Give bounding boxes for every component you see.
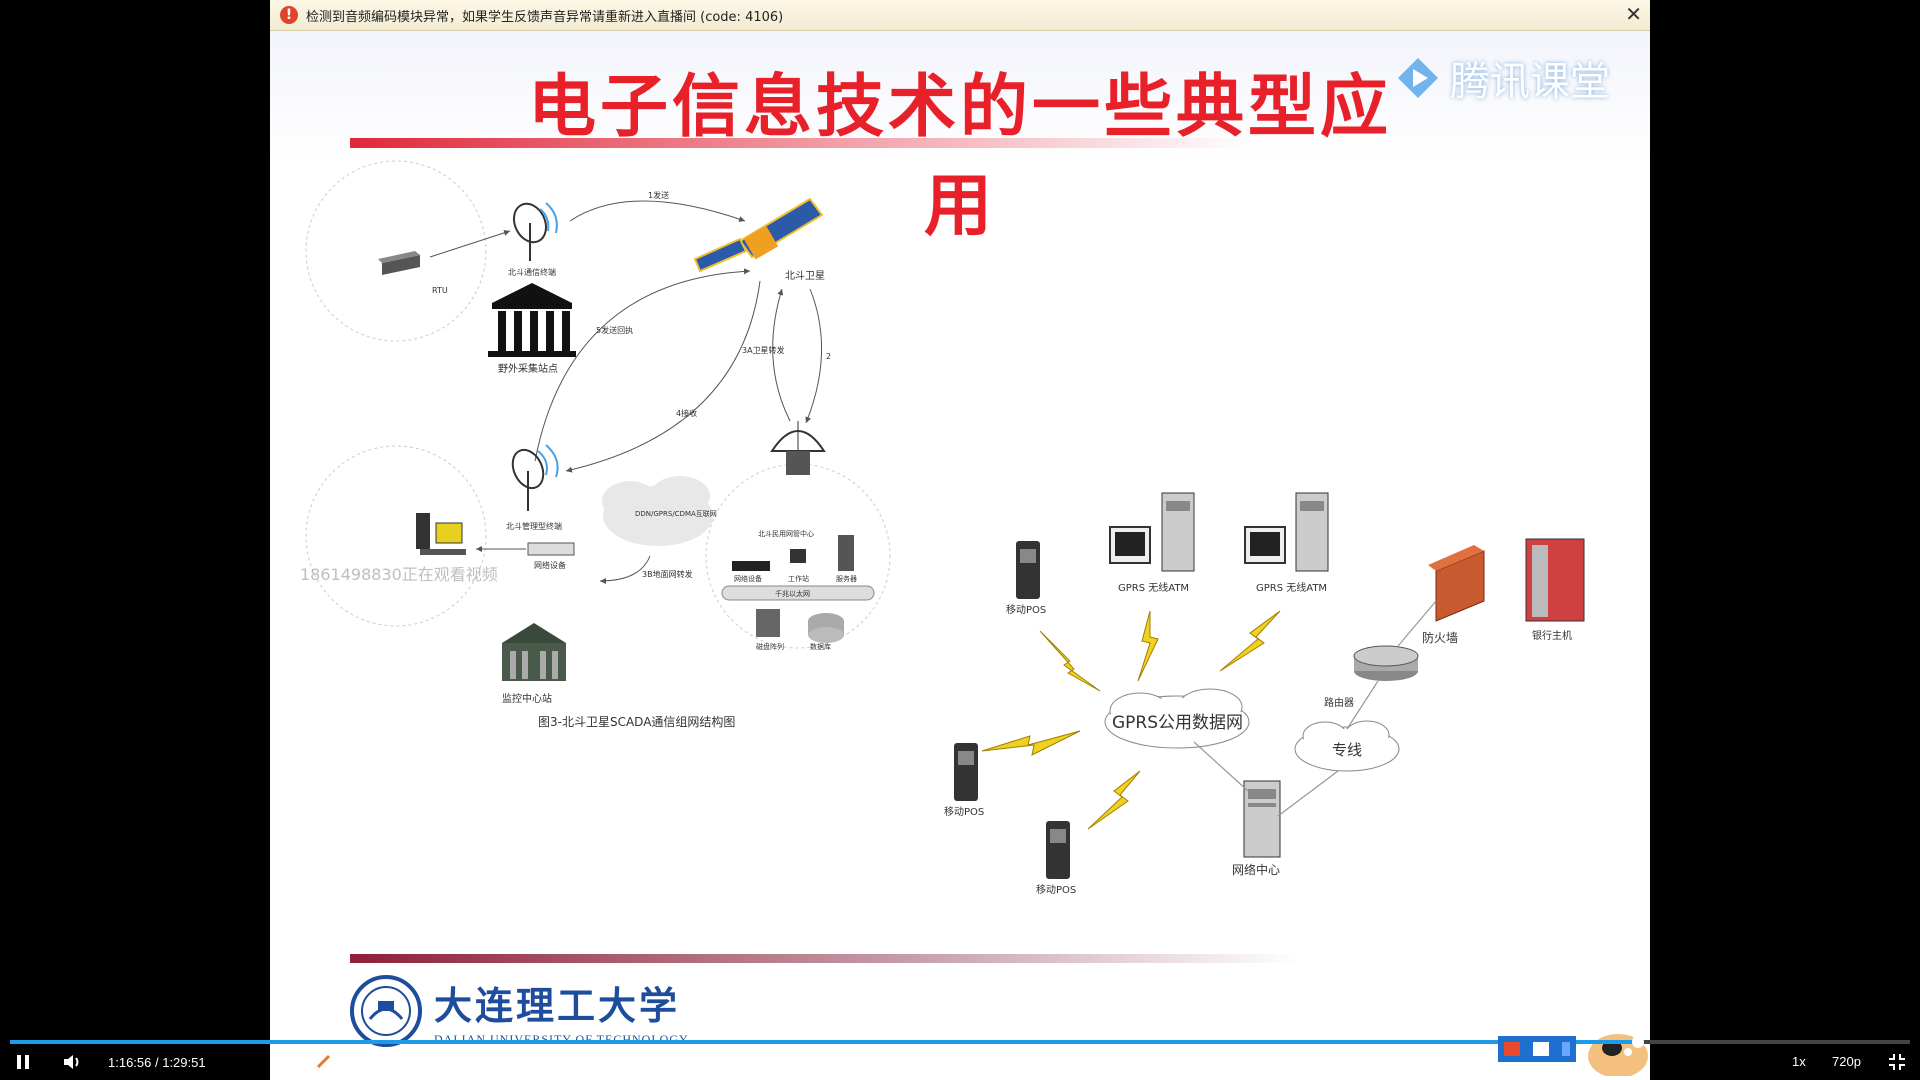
help-icon[interactable] bbox=[1532, 1042, 1549, 1056]
arrow4-label: 4接收 bbox=[676, 408, 697, 418]
seek-handle[interactable] bbox=[1631, 1036, 1644, 1048]
bank-host-icon bbox=[1525, 538, 1585, 622]
system-tray bbox=[1498, 1036, 1576, 1062]
time-separator: / bbox=[151, 1055, 163, 1070]
center-net-device-label: 网络设备 bbox=[734, 574, 762, 583]
network-center-server bbox=[1243, 780, 1281, 858]
quality-button[interactable]: 720p bbox=[1832, 1054, 1861, 1069]
university-name-cn: 大连理工大学 bbox=[434, 983, 681, 1028]
slide-title: 电子信息技术的一些典型应用 bbox=[527, 67, 1392, 246]
line-label: 专线 bbox=[1332, 741, 1362, 759]
arrow5-label: 5发送回执 bbox=[596, 325, 633, 335]
diagram-canvas: RTU 北斗通信终端 野外采集站点 bbox=[305, 160, 1585, 896]
pause-icon[interactable] bbox=[16, 1054, 30, 1070]
rtu-label: RTU bbox=[432, 286, 448, 295]
time-display: 1:16:56 / 1:29:51 bbox=[108, 1055, 206, 1070]
arrow2-label: 2 bbox=[826, 352, 831, 361]
footer-bar bbox=[350, 954, 1300, 963]
time-total: 1:29:51 bbox=[162, 1055, 206, 1070]
warning-text: 检测到音频编码模块异常，如果学生反馈声音异常请重新进入直播间 (code: 41… bbox=[306, 9, 784, 25]
seek-bar-played bbox=[10, 1040, 1638, 1044]
tray-app-icon[interactable] bbox=[1504, 1042, 1521, 1056]
router-label: 路由器 bbox=[1324, 696, 1354, 709]
video-stage: ! 检测到音频编码模块异常，如果学生反馈声音异常请重新进入直播间 (code: … bbox=[270, 0, 1650, 1080]
brand-watermark: 腾讯课堂 bbox=[1396, 49, 1610, 107]
net-center-label: 网络中心 bbox=[1232, 862, 1280, 877]
university-logo: 大连理工大学 DALIAN UNIVERSITY OF TECHNOLOGY bbox=[350, 975, 689, 1047]
satellite-dish-icon bbox=[512, 202, 558, 261]
player-controls: 1:16:56 / 1:29:51 1x 720p bbox=[0, 1040, 1920, 1080]
warning-icon: ! bbox=[280, 6, 298, 24]
firewall-icon bbox=[1428, 545, 1485, 622]
mgmt-terminal-label: 北斗管理型终端 bbox=[506, 521, 562, 531]
title-underline bbox=[350, 138, 1250, 148]
terminal-label: 北斗通信终端 bbox=[508, 267, 556, 277]
bank-host-label: 银行主机 bbox=[1532, 629, 1572, 642]
field-station-building-icon bbox=[488, 283, 576, 357]
exit-fullscreen-icon[interactable] bbox=[1888, 1053, 1906, 1071]
arrow1-label: 1发送 bbox=[648, 190, 669, 200]
gprs-links bbox=[1193, 600, 1437, 817]
rtu-device bbox=[378, 251, 420, 275]
router-icon bbox=[1353, 645, 1419, 681]
network-device-label: 网络设备 bbox=[534, 560, 566, 570]
atm1-label: GPRS 无线ATM bbox=[1118, 581, 1189, 594]
pos-terminal-1 bbox=[1016, 541, 1040, 599]
ground-dish-icon bbox=[770, 421, 826, 475]
network-device-icon bbox=[527, 542, 575, 556]
pos-terminal-2 bbox=[954, 743, 978, 801]
field-station-circle bbox=[305, 160, 487, 342]
viewer-watermark: 1861498830正在观看视频 bbox=[300, 565, 498, 584]
gprs-cloud-icon bbox=[1104, 688, 1250, 749]
pos1-label: 移动POS bbox=[1006, 603, 1046, 616]
university-seal-icon bbox=[350, 975, 422, 1047]
time-current: 1:16:56 bbox=[108, 1055, 152, 1070]
lightning-bolts bbox=[981, 610, 1281, 830]
firewall-label: 防火墙 bbox=[1422, 630, 1458, 645]
volume-icon[interactable] bbox=[62, 1053, 82, 1071]
satellite-label: 北斗卫星 bbox=[785, 270, 825, 282]
gprs-cloud-label: GPRS公用数据网 bbox=[1112, 713, 1243, 733]
workstation-icon bbox=[416, 513, 466, 555]
close-icon[interactable]: ✕ bbox=[1625, 2, 1642, 26]
atm2-label: GPRS 无线ATM bbox=[1256, 581, 1327, 594]
center-equipment bbox=[721, 535, 875, 643]
arrow3b-label: 3B地面网转发 bbox=[642, 569, 693, 579]
monitor-station-label: 监控中心站 bbox=[502, 692, 552, 705]
warning-notice-bar: ! 检测到音频编码模块异常，如果学生反馈声音异常请重新进入直播间 (code: … bbox=[270, 0, 1650, 31]
satellite-icon bbox=[693, 197, 824, 273]
disk-array-label: 磁盘阵列 bbox=[756, 642, 784, 651]
lecture-slide: 电子信息技术的一些典型应用 腾讯课堂 RTU bbox=[270, 31, 1650, 1076]
arrow3a-label: 3A卫星转发 bbox=[742, 345, 785, 355]
pos-terminal-3 bbox=[1046, 821, 1070, 879]
atm-2 bbox=[1244, 492, 1329, 572]
pos3-label: 移动POS bbox=[1036, 883, 1076, 896]
mgmt-dish-icon bbox=[511, 444, 559, 511]
seek-bar[interactable] bbox=[10, 1036, 1910, 1048]
brand-text: 腾讯课堂 bbox=[1450, 59, 1610, 105]
server-label: 服务器 bbox=[836, 574, 857, 583]
field-station-label: 野外采集站点 bbox=[498, 362, 558, 375]
cloud-label: DDN/GPRS/CDMA互联网 bbox=[635, 509, 717, 518]
center-label: 北斗民用网管中心 bbox=[758, 529, 814, 538]
internet-cloud-icon bbox=[602, 476, 713, 546]
database-label: 数据库 bbox=[810, 642, 831, 651]
tray-expand-icon[interactable] bbox=[1561, 1042, 1570, 1056]
scada-caption: 图3-北斗卫星SCADA通信组网结构图 bbox=[538, 714, 735, 729]
workstation-label: 工作站 bbox=[788, 574, 809, 583]
ethernet-label: 千兆以太网 bbox=[775, 589, 810, 598]
atm-1 bbox=[1109, 492, 1195, 572]
monitor-center-building-icon bbox=[502, 623, 566, 681]
play-logo-icon bbox=[1398, 58, 1438, 98]
pos2-label: 移动POS bbox=[944, 805, 984, 818]
pen-icon[interactable] bbox=[313, 1052, 333, 1072]
monitor-station-circle bbox=[305, 445, 487, 627]
line-cloud-icon bbox=[1294, 720, 1400, 772]
speed-button[interactable]: 1x bbox=[1792, 1054, 1806, 1069]
